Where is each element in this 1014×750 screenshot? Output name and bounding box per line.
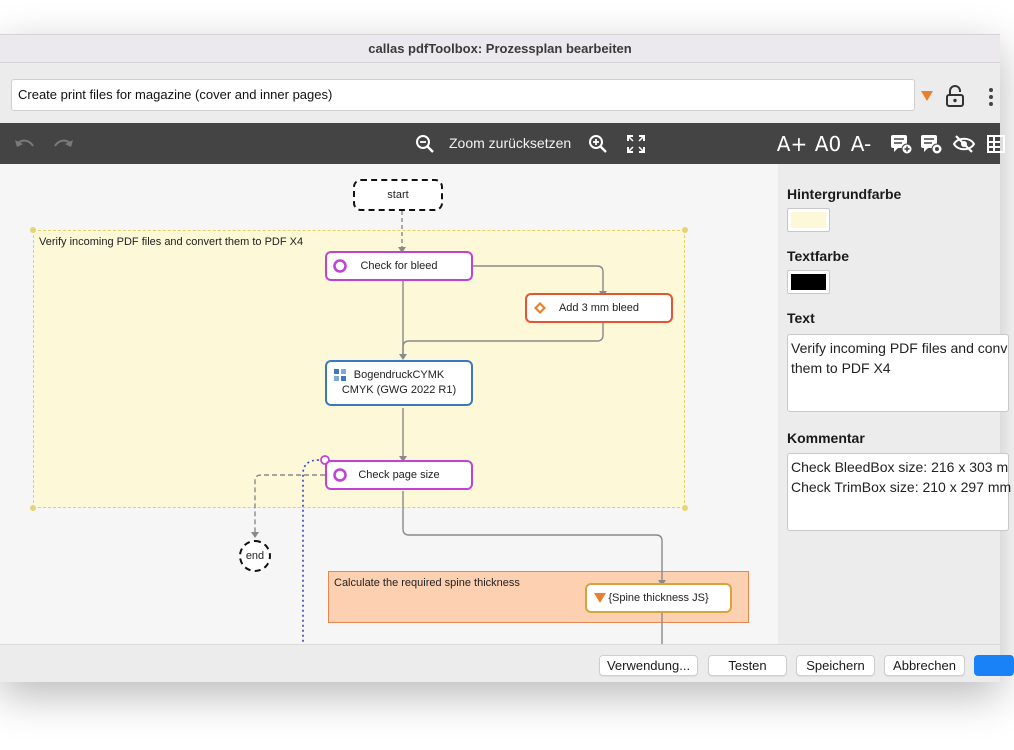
zoom-out-button[interactable]	[413, 123, 437, 164]
process-plan-name-input[interactable]: Create print files for magazine (cover a…	[11, 79, 915, 111]
fixup-icon	[534, 302, 546, 314]
process-plan-name-bar: Create print files for magazine (cover a…	[0, 64, 1000, 123]
font-larger-button[interactable]: A+	[776, 131, 808, 156]
diagram-toolbar: Zoom zurücksetzen A+ A0 A-	[0, 123, 1005, 164]
group-verify-pdf-label: Verify incoming PDF files and convert th…	[39, 236, 304, 248]
lock-icon[interactable]	[944, 84, 966, 108]
comment-textarea[interactable]: Check BleedBox size: 216 x 303 m Check T…	[787, 453, 1012, 531]
convert-cmyk-node[interactable]: BogendruckCYMK CMYK (GWG 2022 R1)	[325, 360, 473, 406]
properties-panel: Hintergrundfarbe Textfarbe Text Verify i…	[778, 164, 1011, 644]
grid-icon	[987, 134, 1005, 153]
ok-button[interactable]	[974, 655, 1014, 676]
comment-label: Kommentar	[787, 430, 865, 446]
bg-color-label: Hintergrundfarbe	[787, 186, 902, 202]
fit-to-window-button[interactable]	[624, 123, 648, 164]
font-smaller-button[interactable]: A-	[850, 131, 872, 156]
text-color-label: Textfarbe	[787, 248, 849, 264]
script-triangle-icon	[594, 593, 606, 603]
start-node-label: start	[387, 188, 409, 201]
diagram-canvas[interactable]: Verify incoming PDF files and convert th…	[0, 164, 778, 644]
check-for-bleed-label: Check for bleed	[360, 259, 438, 272]
eye-off-icon	[952, 134, 976, 153]
redo-icon	[54, 139, 73, 147]
check-page-size-node[interactable]: Check page size	[325, 460, 473, 490]
check-page-size-label: Check page size	[358, 468, 440, 481]
text-color-swatch[interactable]	[787, 270, 830, 294]
hide-button[interactable]	[950, 123, 978, 164]
window-title: callas pdfToolbox: Prozessplan bearbeite…	[0, 35, 1000, 63]
comment-line-2: Check TrimBox size: 210 x 297 mm	[791, 479, 1012, 495]
comment-view-icon	[921, 134, 943, 154]
save-button[interactable]: Speichern	[796, 655, 875, 676]
font-reset-button[interactable]: A0	[814, 131, 842, 156]
zoom-in-button[interactable]	[586, 123, 610, 164]
test-button[interactable]: Testen	[708, 655, 787, 676]
usage-button[interactable]: Verwendung...	[599, 655, 698, 676]
start-node[interactable]: start	[353, 179, 443, 211]
text-label: Text	[787, 310, 815, 326]
text-textarea[interactable]: Verify incoming PDF files and conv them …	[787, 334, 1009, 412]
add-bleed-node[interactable]: Add 3 mm bleed	[525, 293, 673, 323]
spine-thickness-js-node[interactable]: {Spine thickness JS}	[585, 583, 732, 613]
bg-color-swatch[interactable]	[787, 208, 830, 232]
text-line-2: them to PDF X4	[791, 360, 891, 376]
text-line-1: Verify incoming PDF files and conv	[791, 340, 1008, 356]
zoom-reset-button[interactable]: Zoom zurücksetzen	[449, 135, 572, 151]
convert-node-line2: CMYK (GWG 2022 R1)	[341, 384, 457, 396]
check-icon	[333, 468, 347, 482]
redo-button[interactable]	[50, 123, 76, 164]
comment-add-icon	[891, 134, 913, 154]
convert-node-line1: BogendruckCYMK	[353, 369, 445, 381]
group-spine-thickness-label: Calculate the required spine thickness	[334, 577, 520, 589]
connector-lines	[30, 211, 688, 644]
profile-icon	[334, 369, 346, 381]
check-icon	[333, 259, 347, 273]
add-bleed-label: Add 3 mm bleed	[558, 301, 640, 314]
show-comments-button[interactable]	[918, 123, 944, 164]
comment-line-1: Check BleedBox size: 216 x 303 m	[791, 459, 1009, 475]
add-comment-button[interactable]	[888, 123, 914, 164]
zoom-out-icon	[416, 134, 434, 153]
dropdown-triangle-icon[interactable]	[920, 90, 934, 102]
expand-icon	[627, 134, 645, 153]
more-options-icon[interactable]	[985, 86, 997, 108]
zoom-in-icon	[589, 134, 607, 153]
grid-button[interactable]	[986, 123, 1005, 164]
end-node[interactable]: end	[239, 540, 271, 572]
undo-icon	[15, 139, 34, 147]
dialog-window: callas pdfToolbox: Prozessplan bearbeite…	[0, 34, 1014, 682]
dialog-button-bar: Verwendung... Testen Speichern Abbrechen	[0, 644, 1014, 682]
undo-button[interactable]	[12, 123, 38, 164]
end-node-label: end	[245, 549, 265, 562]
spine-thickness-js-label: {Spine thickness JS}	[608, 591, 709, 604]
cancel-button[interactable]: Abbrechen	[884, 655, 965, 676]
check-for-bleed-node[interactable]: Check for bleed	[325, 251, 473, 281]
